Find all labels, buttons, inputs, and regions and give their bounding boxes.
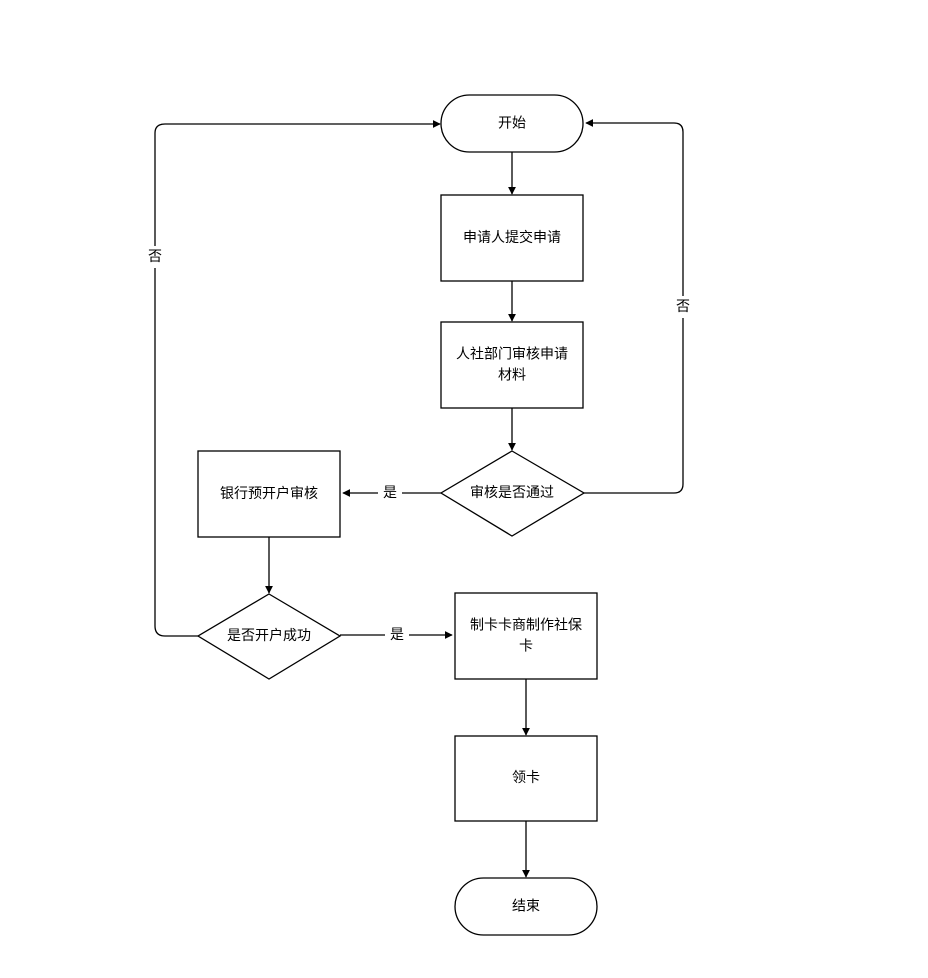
node-bank: 银行预开户审核 [197, 450, 341, 538]
node-label-line: 银行预开户审核 [220, 485, 318, 502]
node-label-line: 卡 [519, 639, 533, 655]
node-label-line: 领卡 [512, 770, 540, 786]
node-label-line: 制卡卡商制作社保 [470, 618, 582, 634]
node-collect-label: 领卡 [512, 770, 540, 786]
node-label-line: 审核是否通过 [470, 485, 554, 501]
node-make-card-label: 制卡卡商制作社保卡 [470, 618, 582, 655]
node-review-decision-label: 审核是否通过 [470, 485, 554, 501]
node-review-decision: 审核是否通过 [439, 450, 586, 537]
node-collect: 领卡 [454, 735, 598, 822]
node-start: 开始 [440, 94, 584, 153]
edge-account-no-to-start [154, 120, 441, 637]
node-label-line: 材料 [498, 368, 526, 384]
node-review-label: 人社部门审核申请材料 [456, 347, 568, 384]
node-label-line: 人社部门审核申请 [456, 347, 568, 363]
node-label-line: 申请人提交申请 [463, 229, 561, 246]
node-account-decision-label: 是否开户成功 [227, 627, 311, 644]
edge-review-no-to-start [584, 119, 684, 494]
edge-label-review-no: 否 [676, 299, 690, 315]
edge-labels: 否 否 是 是 [144, 246, 694, 646]
node-label-line: 开始 [498, 116, 526, 132]
node-end-label: 结束 [512, 899, 540, 915]
node-label-line: 结束 [512, 899, 540, 915]
node-submit: 申请人提交申请 [440, 194, 584, 282]
node-start-label: 开始 [498, 116, 526, 132]
edge-label-account-yes: 是 [390, 627, 404, 643]
edge-label-account-no: 否 [148, 249, 162, 265]
node-account-decision: 是否开户成功 [196, 593, 342, 680]
node-make-card: 制卡卡商制作社保卡 [454, 592, 598, 680]
node-label-line: 是否开户成功 [227, 627, 311, 644]
node-submit-label: 申请人提交申请 [463, 229, 561, 246]
node-end: 结束 [454, 877, 598, 936]
node-review: 人社部门审核申请材料 [440, 321, 584, 409]
edge-label-review-yes: 是 [383, 485, 397, 501]
node-bank-label: 银行预开户审核 [220, 485, 318, 502]
